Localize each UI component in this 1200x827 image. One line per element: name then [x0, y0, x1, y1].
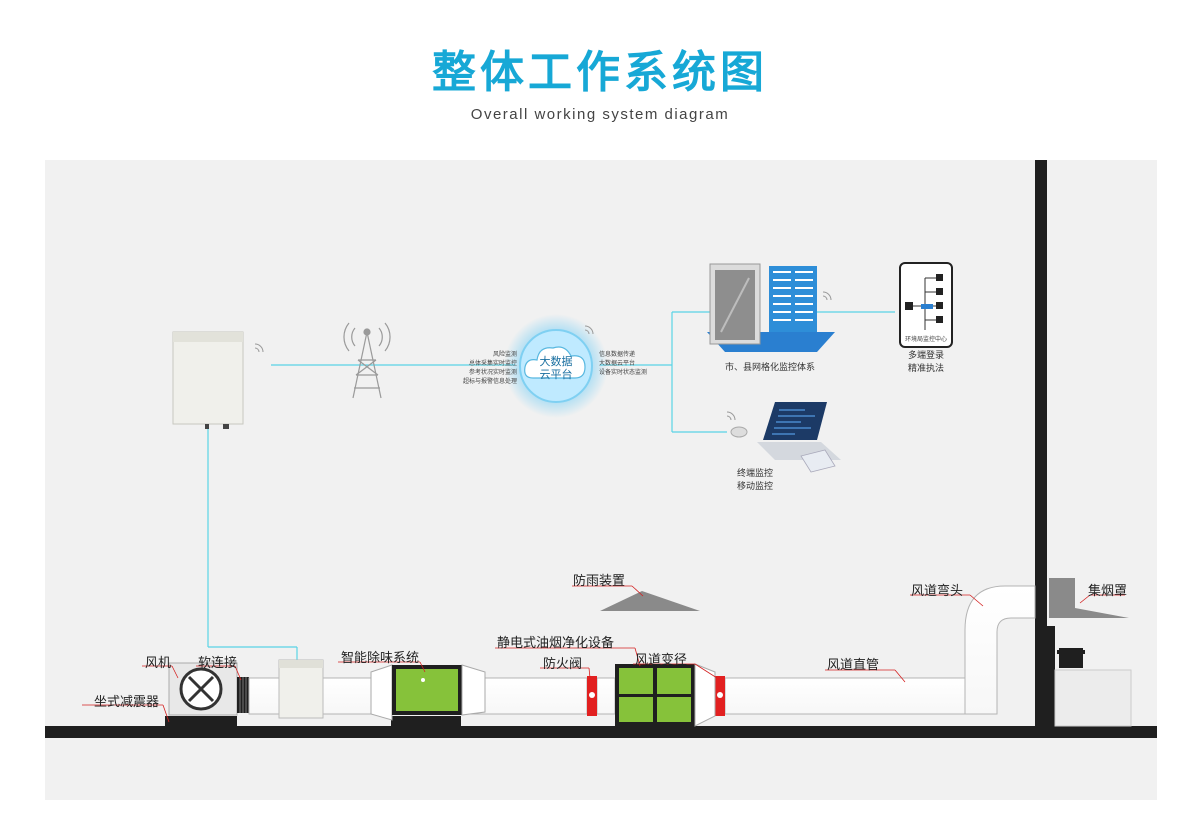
stove-area — [1047, 626, 1132, 727]
deodor-base — [391, 716, 461, 726]
cloud-right-notes: 信息数据传递 大数据云平台 设备实时状态监测 — [599, 350, 647, 377]
duct-change-label: 风道变径 — [635, 653, 688, 668]
cloud-label-line2: 云平台 — [539, 368, 573, 381]
damper-mount-label: 坐式减震器 — [94, 695, 160, 710]
grid-monitor-screens — [707, 263, 835, 352]
duct-elbow-label: 风道弯头 — [911, 584, 964, 599]
grid-system-label: 市、县网格化监控体系 — [725, 363, 816, 373]
precise-enforcement-label: 精准执法 — [908, 364, 945, 374]
rain-cover — [600, 591, 700, 611]
smoke-hood — [1049, 578, 1129, 618]
cloud-left-note: 超标与报警信息处理 — [462, 378, 517, 385]
multi-login-label: 多端登录 — [908, 351, 945, 361]
floor-line — [45, 726, 1157, 738]
cloud-right-note: 设备实时状态监测 — [599, 369, 648, 376]
damper-mount — [165, 716, 237, 726]
controller-box — [278, 659, 324, 719]
page-subtitle: Overall working system diagram — [470, 106, 730, 123]
cloud-left-note: 总体采集实时监控 — [468, 360, 517, 367]
monitor-cabinet — [172, 331, 244, 429]
leader-lines — [82, 585, 1125, 723]
cloud-left-note: 参考状况实时监测 — [468, 369, 517, 376]
cloud-label-line1: 大数据 — [539, 355, 573, 368]
cloud-right-note: 信息数据传递 — [599, 351, 636, 358]
system-diagram — [45, 160, 1157, 738]
diagram-stage: 大数据 云平台 风险监测 总体采集实时监控 参考状况实时监测 超标与报警信息处理… — [45, 160, 1157, 800]
rain-cover-label: 防雨装置 — [573, 574, 626, 589]
cloud-label: 大数据 云平台 — [533, 355, 579, 381]
esp-label: 静电式油烟净化设备 — [497, 636, 615, 651]
cloud-left-note: 风险监测 — [492, 351, 517, 358]
laptop-icon — [730, 402, 841, 473]
terminal-monitor-label: 终端监控 — [737, 469, 774, 479]
page-title: 整体工作系统图 — [432, 47, 768, 98]
wifi-icon — [254, 291, 832, 421]
center-label: 环境局监控中心 — [905, 336, 948, 343]
hood-label: 集烟罩 — [1088, 584, 1128, 599]
soft-connect-label: 软连接 — [198, 656, 238, 671]
duct-straight-label: 风道直管 — [827, 658, 880, 673]
fire-valve-label: 防火阀 — [543, 657, 583, 672]
deodor-unit — [370, 664, 486, 721]
fan-label: 风机 — [145, 656, 172, 671]
esp-purifier — [615, 663, 716, 727]
network-lines — [207, 311, 895, 660]
cloud-left-notes: 风险监测 总体采集实时监控 参考状况实时监测 超标与报警信息处理 — [455, 350, 517, 386]
mobile-monitor-label: 移动监控 — [737, 482, 774, 492]
deodor-label: 智能除味系统 — [341, 651, 420, 666]
fan-unit — [168, 662, 249, 716]
cloud-right-note: 大数据云平台 — [599, 360, 636, 367]
mobile-phone-icon — [899, 262, 953, 348]
signal-tower-icon — [343, 322, 391, 399]
cloud-platform-icon — [504, 314, 608, 418]
building-wall — [1035, 160, 1047, 738]
